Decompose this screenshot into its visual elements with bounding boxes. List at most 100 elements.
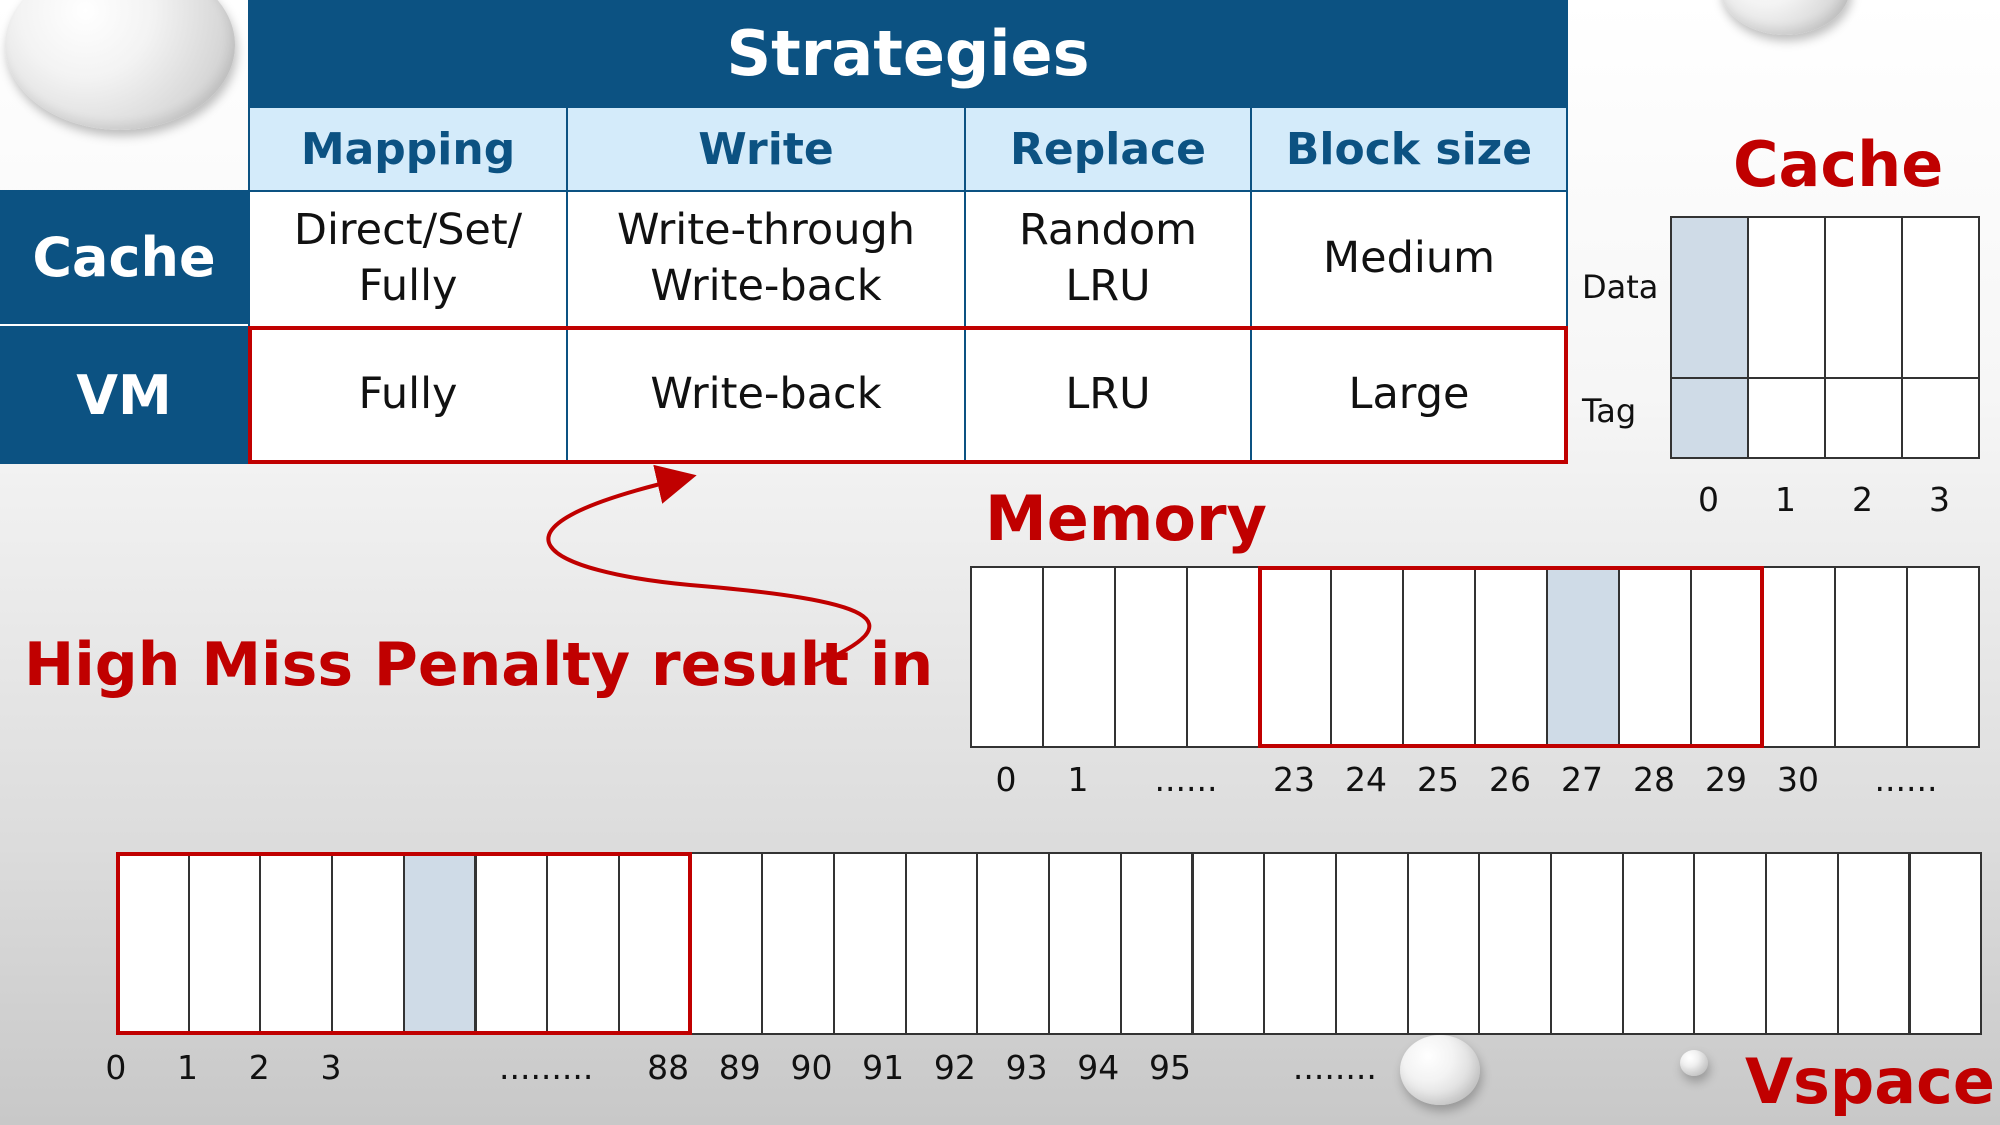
cell-line: Write-back	[650, 261, 882, 311]
column-header-mapping: Mapping	[248, 106, 568, 192]
vspace-block	[1406, 852, 1481, 1035]
vspace-index-label: 88	[647, 1048, 690, 1087]
memory-index-label: 0	[995, 760, 1017, 799]
water-drop-decoration	[1680, 1050, 1708, 1076]
memory-highlight-frame	[1258, 566, 1764, 748]
vspace-index-label: 92	[933, 1048, 976, 1087]
vspace-highlight-frame	[116, 852, 692, 1035]
memory-index-label: 26	[1489, 760, 1531, 799]
vspace-block	[689, 852, 764, 1035]
cache-data-block	[1670, 216, 1749, 379]
vspace-index-label: 2	[248, 1048, 270, 1087]
memory-block	[1186, 566, 1260, 748]
vspace-index-label: 0	[105, 1048, 127, 1087]
memory-block	[1834, 566, 1908, 748]
memory-index-label: 29	[1705, 760, 1747, 799]
vspace-block	[1908, 852, 1983, 1035]
vspace-block	[1765, 852, 1839, 1035]
vspace-index-label: 95	[1148, 1048, 1191, 1087]
cache-data-block	[1747, 216, 1826, 379]
vspace-block	[1621, 852, 1696, 1035]
vspace-block	[187, 852, 262, 1035]
memory-index-label: 27	[1561, 760, 1603, 799]
cache-data-label: Data	[1582, 268, 1659, 306]
vspace-block	[1550, 852, 1624, 1035]
cache-index-label: 1	[1775, 480, 1796, 519]
vm-mapping-cell: Fully	[248, 326, 568, 464]
vspace-block	[617, 852, 692, 1035]
cache-data-block	[1824, 216, 1903, 379]
cache-index-label: 0	[1698, 480, 1719, 519]
cache-write-cell: Write-through Write-back	[566, 190, 966, 328]
cache-title: Cache	[1733, 128, 1944, 201]
memory-block	[1762, 566, 1836, 748]
column-header-write: Write	[566, 106, 966, 192]
memory-block	[1906, 566, 1980, 748]
cache-index-label: 3	[1929, 480, 1950, 519]
vspace-ellipsis: .........	[498, 1048, 594, 1087]
vspace-block	[1119, 852, 1194, 1035]
memory-block	[1114, 566, 1188, 748]
column-header-block-size: Block size	[1250, 106, 1568, 192]
vspace-block	[1334, 852, 1409, 1035]
memory-index-label: 28	[1633, 760, 1675, 799]
vspace-index-label: 93	[1005, 1048, 1048, 1087]
vspace-ellipsis: ........	[1292, 1048, 1377, 1087]
cache-tag-block	[1670, 377, 1749, 459]
vspace-index-label: 94	[1077, 1048, 1120, 1087]
memory-block	[1042, 566, 1116, 748]
vspace-block	[1263, 852, 1337, 1035]
curved-arrow	[546, 464, 872, 667]
memory-index-label: 23	[1273, 760, 1315, 799]
cell-line: Fully	[358, 261, 458, 311]
vspace-title: Vspace	[1745, 1045, 1995, 1118]
cache-tag-label: Tag	[1582, 392, 1637, 430]
cache-tag-block	[1901, 377, 1980, 459]
vspace-block	[833, 852, 907, 1035]
memory-block	[970, 566, 1044, 748]
vspace-index-label: 1	[177, 1048, 199, 1087]
memory-index-label: ......	[1874, 760, 1938, 799]
cell-line: Random	[1018, 205, 1198, 256]
vspace-index-label: 90	[790, 1048, 833, 1087]
cache-mapping-cell: Direct/Set/ Fully	[248, 190, 568, 328]
cache-block-size-cell: Medium	[1250, 190, 1568, 328]
cache-data-block	[1901, 216, 1980, 379]
vspace-index-label: 91	[862, 1048, 905, 1087]
cache-index-label: 2	[1852, 480, 1873, 519]
memory-index-label: 25	[1417, 760, 1459, 799]
vspace-block	[904, 852, 979, 1035]
vspace-block	[1191, 852, 1266, 1035]
penalty-text: High Miss Penalty result in	[24, 630, 934, 700]
water-drop-decoration	[1400, 1035, 1480, 1105]
vspace-block	[1836, 852, 1911, 1035]
row-label-cache: Cache	[0, 190, 248, 326]
cache-tag-block	[1747, 377, 1826, 459]
memory-index-label: 24	[1345, 760, 1387, 799]
vspace-block	[1478, 852, 1552, 1035]
vspace-block	[761, 852, 835, 1035]
cell-line: Write-through	[617, 205, 915, 256]
memory-title: Memory	[985, 482, 1267, 555]
column-header-replace: Replace	[964, 106, 1252, 192]
memory-index-label: 1	[1067, 760, 1089, 799]
vspace-block	[116, 852, 190, 1035]
vm-row-highlight-frame	[248, 326, 1568, 464]
vspace-index-label: 89	[718, 1048, 761, 1087]
vspace-block	[1048, 852, 1122, 1035]
row-label-vm: VM	[0, 326, 248, 464]
water-drop-decoration	[1720, 0, 1850, 35]
memory-block	[1618, 566, 1692, 748]
vspace-block	[1693, 852, 1768, 1035]
vspace-block	[331, 852, 405, 1035]
water-drop-decoration	[5, 0, 235, 130]
cache-replace-cell: Random LRU	[964, 190, 1252, 328]
vm-replace-cell: LRU	[964, 326, 1252, 464]
cell-line: LRU	[1065, 261, 1151, 311]
memory-index-label: 30	[1777, 760, 1819, 799]
table-title: Strategies	[248, 0, 1568, 106]
memory-block	[1546, 566, 1620, 748]
cache-tag-block	[1824, 377, 1903, 459]
vspace-index-label: 3	[320, 1048, 342, 1087]
memory-index-label: ......	[1154, 760, 1218, 799]
